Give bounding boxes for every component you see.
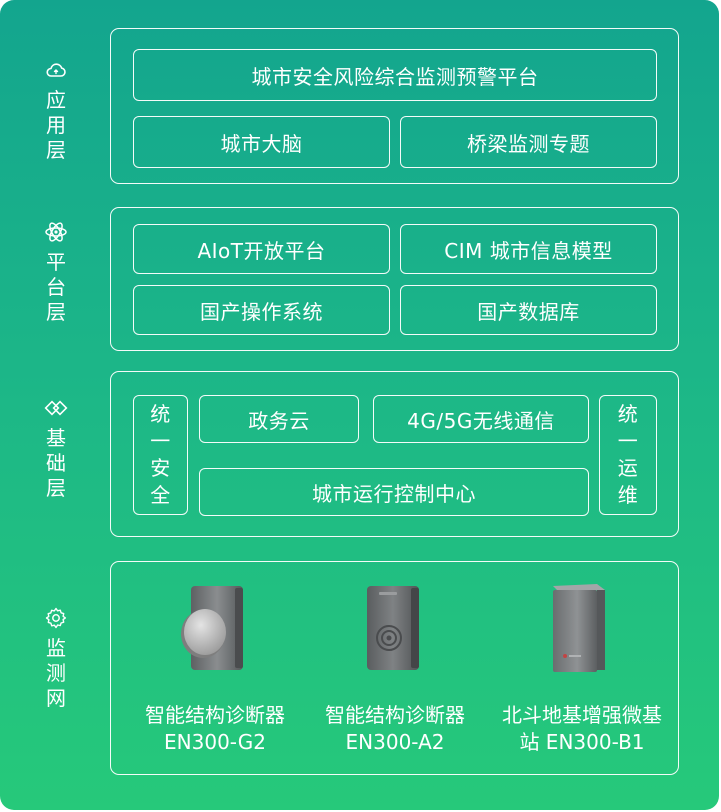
atom-icon: [45, 222, 67, 242]
device-en300-b1-name: 北斗地基增强微基: [502, 703, 662, 727]
device-en300-b1-image: [553, 584, 605, 672]
foundation-layer-text: 基础层: [46, 426, 66, 500]
device-en300-b1-model: 站 EN300-B1: [519, 730, 645, 754]
unified-security-box: 统一安全: [133, 395, 188, 515]
platform-layer-panel: AIoT开放平台 CIM 城市信息模型 国产操作系统 国产数据库: [110, 207, 679, 351]
monitoring-layer-label: 监测网: [36, 606, 76, 711]
foundation-layer-panel: 统一安全 政务云 4G/5G无线通信 城市运行控制中心 统一运维: [110, 371, 679, 537]
gov-cloud-box: 政务云: [199, 395, 359, 443]
platform-layer-text: 平台层: [46, 250, 66, 324]
city-control-center-box: 城市运行控制中心: [199, 468, 589, 516]
cim-model-box: CIM 城市信息模型: [400, 224, 657, 274]
device-en300-g2-name: 智能结构诊断器: [145, 703, 285, 727]
platform-layer-label: 平台层: [36, 220, 76, 325]
bridge-monitoring-box: 桥梁监测专题: [400, 116, 657, 168]
application-layer-panel: 城市安全风险综合监测预警平台 城市大脑 桥梁监测专题: [110, 28, 679, 184]
device-en300-a2-name: 智能结构诊断器: [325, 703, 465, 727]
domestic-database-box: 国产数据库: [400, 285, 657, 335]
monitoring-layer-panel: 智能结构诊断器 EN300-G2 智能结构诊断器 EN300-A2: [110, 561, 679, 775]
application-layer-label: 应用层: [36, 58, 76, 163]
application-layer-text: 应用层: [46, 88, 66, 162]
unified-ops-box: 统一运维: [599, 395, 657, 515]
diamond-link-icon: [44, 400, 68, 416]
aiot-platform-box: AIoT开放平台: [133, 224, 390, 274]
city-brain-box: 城市大脑: [133, 116, 390, 168]
foundation-layer-label: 基础层: [36, 396, 76, 501]
unified-security-text: 统一安全: [150, 402, 171, 507]
cloud-icon: [46, 63, 66, 77]
risk-warning-platform-box: 城市安全风险综合监测预警平台: [133, 49, 657, 101]
unified-ops-text: 统一运维: [617, 402, 639, 507]
monitoring-layer-text: 监测网: [46, 636, 66, 710]
device-en300-a2-image: [367, 586, 419, 670]
device-en300-a2-model: EN300-A2: [345, 730, 445, 754]
gear-icon: [45, 607, 67, 629]
domestic-os-box: 国产操作系统: [133, 285, 390, 335]
device-en300-g2-model: EN300-G2: [164, 730, 266, 754]
wireless-comm-box: 4G/5G无线通信: [373, 395, 589, 443]
device-en300-g2-image: [181, 586, 243, 670]
